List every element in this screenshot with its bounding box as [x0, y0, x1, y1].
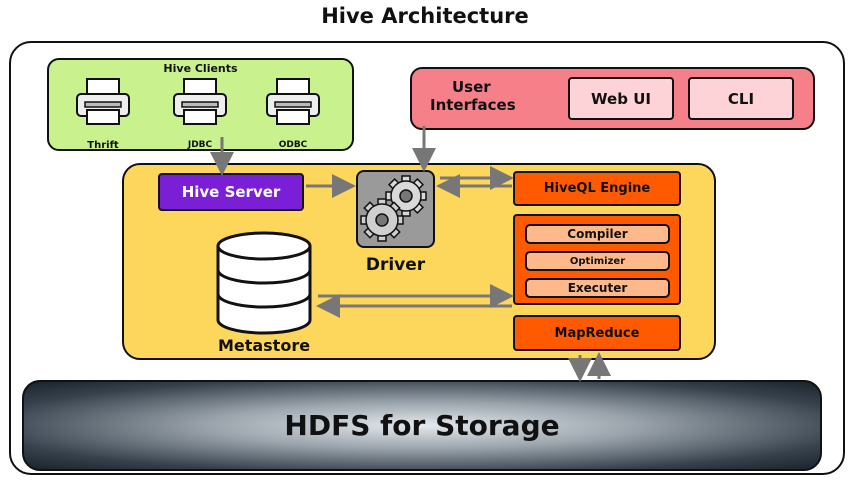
driver-box: [356, 170, 435, 248]
client-label: JDBC: [187, 140, 213, 150]
diagram-title: Hive Architecture: [321, 4, 529, 28]
user-interfaces-panel: User Interfaces Web UI CLI: [410, 67, 815, 130]
user-interfaces-title-line1: User: [452, 78, 491, 96]
hdfs-storage: HDFS for Storage: [22, 380, 822, 471]
hive-server-box: Hive Server: [158, 173, 304, 211]
client-jdbc: JDBC: [172, 76, 228, 150]
metastore-label: Metastore: [217, 336, 311, 355]
hiveql-engine-box: HiveQL Engine: [513, 171, 681, 206]
driver-label: Driver: [365, 255, 426, 275]
client-label: ODBC: [278, 140, 308, 150]
mapreduce-box: MapReduce: [513, 315, 681, 351]
printer-icon: [266, 78, 320, 125]
optimizer-box: Optimizer: [525, 251, 670, 271]
executer-box: Executer: [525, 278, 670, 298]
user-interfaces-title-line2: Interfaces: [430, 96, 516, 114]
printer-icon: [173, 78, 227, 125]
cli-button[interactable]: CLI: [688, 77, 794, 120]
client-thrift: Thrift: [75, 76, 131, 151]
client-odbc: ODBC: [265, 76, 321, 150]
engine-stack: Compiler Optimizer Executer: [513, 214, 681, 305]
database-icon: [216, 231, 312, 335]
printer-icon: [76, 78, 130, 125]
user-interfaces-title: User Interfaces: [430, 78, 516, 114]
gears-icon: [360, 175, 427, 242]
hive-clients-title: Hive Clients: [163, 62, 238, 75]
hive-clients-panel: Hive Clients Thrift JDBC ODBC: [47, 58, 354, 151]
compiler-box: Compiler: [525, 224, 670, 244]
web-ui-button[interactable]: Web UI: [568, 77, 674, 120]
client-label: Thrift: [87, 140, 119, 151]
